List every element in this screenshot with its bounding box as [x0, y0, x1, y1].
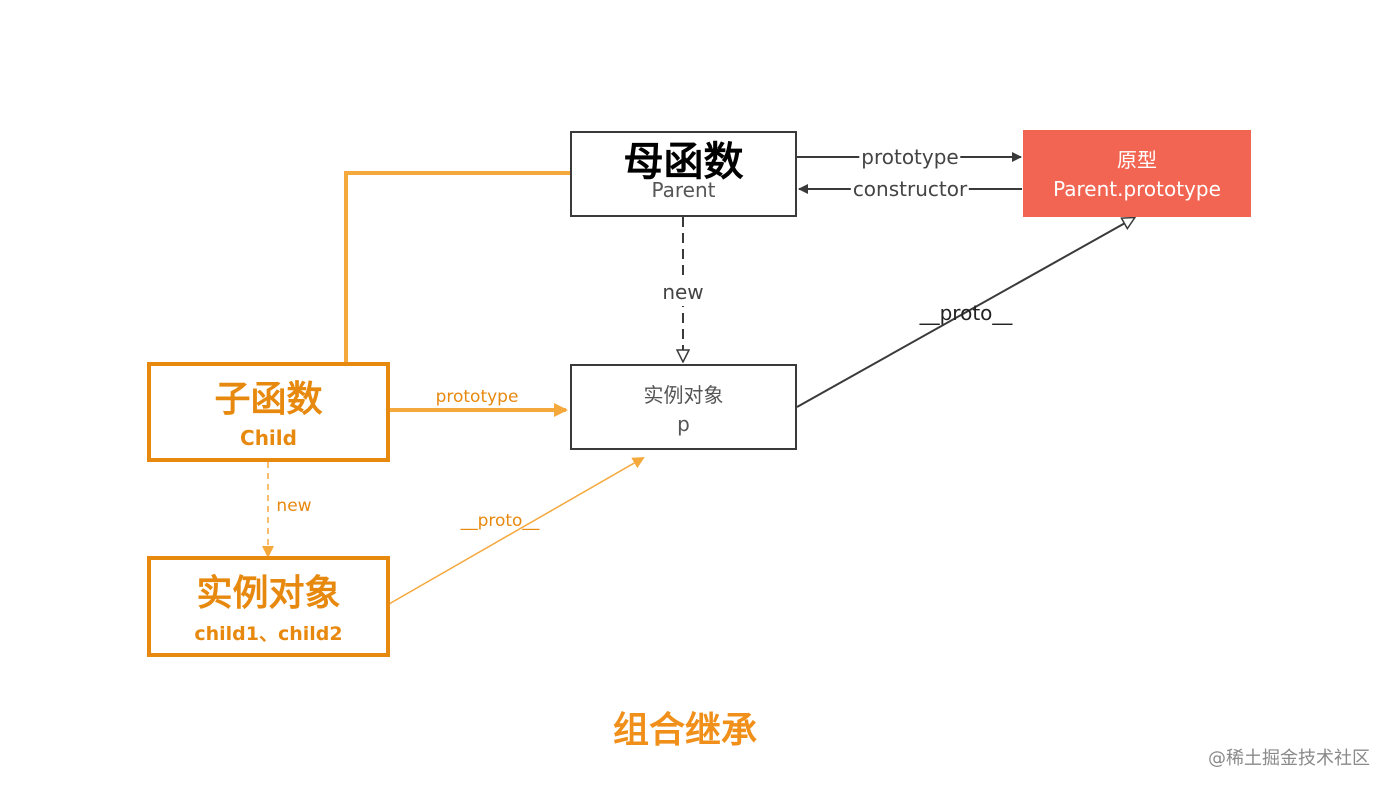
- node-parent-subtitle: Parent: [651, 178, 716, 202]
- label-p-proto: __proto__: [919, 301, 1013, 325]
- node-child: 子函数 Child: [147, 362, 390, 462]
- diagram-caption: 组合继承: [612, 710, 758, 751]
- label-child-prototype: prototype: [435, 387, 519, 407]
- label-child-new: new: [276, 496, 312, 516]
- node-parent-title: 母函数: [623, 139, 744, 185]
- node-parent: 母函数 Parent: [570, 131, 797, 217]
- edge-child-instances-proto: [388, 457, 645, 605]
- label-prototype-to-parent: constructor: [850, 177, 970, 201]
- node-child-instances-title: 实例对象: [196, 573, 341, 614]
- watermark: @稀土掘金技术社区: [1208, 748, 1370, 769]
- edge-p-proto: [796, 218, 1134, 408]
- node-child-title: 子函数: [214, 379, 323, 420]
- label-child-instances-proto: __proto__: [460, 511, 540, 531]
- node-prototype-title: 原型: [1117, 148, 1157, 172]
- node-prototype: 原型 Parent.prototype: [1023, 130, 1251, 217]
- label-parent-to-prototype: prototype: [859, 145, 961, 169]
- node-instance-p-subtitle: p: [677, 412, 690, 436]
- edge-parent-to-child-inherit: [339, 171, 576, 411]
- node-child-instances: 实例对象 child1、child2: [147, 556, 390, 657]
- node-prototype-subtitle: Parent.prototype: [1053, 177, 1221, 201]
- label-parent-new: new: [659, 278, 707, 306]
- node-instance-p-title: 实例对象: [643, 383, 724, 407]
- node-child-instances-subtitle: child1、child2: [194, 623, 343, 645]
- node-child-subtitle: Child: [240, 426, 297, 450]
- node-instance-p: 实例对象 p: [570, 364, 797, 450]
